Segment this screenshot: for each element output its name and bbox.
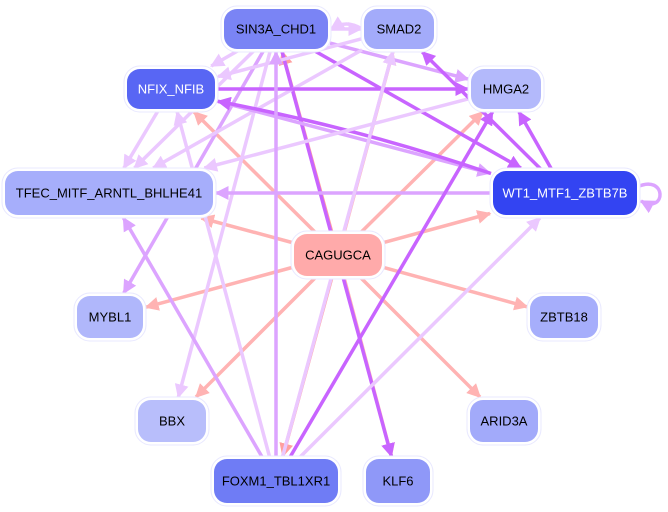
- edge-wt1_mtf1_zbtb7b-to-hmga2: [517, 110, 553, 170]
- edge-sin3a_chd1-to-bbx: [174, 50, 272, 399]
- edge-cagugca-to-tfec_mitf_arntl_bhlhe41: [199, 214, 293, 245]
- edge-foxm1_tbl1xr1-to-hmga2: [288, 110, 495, 458]
- node-label: BBX: [159, 414, 185, 429]
- node-label: NFIX_NFIB: [138, 82, 204, 97]
- node-label: KLF6: [382, 474, 413, 489]
- node-label: SIN3A_CHD1: [236, 22, 316, 37]
- node-label: ZBTB18: [540, 310, 588, 325]
- node-zbtb18[interactable]: ZBTB18: [526, 292, 602, 342]
- edge-foxm1_tbl1xr1-to-nfix_nfib: [173, 110, 272, 458]
- edge-foxm1_tbl1xr1-to-tfec_mitf_arntl_bhlhe41: [121, 216, 264, 458]
- node-klf6[interactable]: KLF6: [362, 455, 434, 507]
- edge-smad2-to-sin3a_chd1: [329, 16, 363, 31]
- node-box: [294, 234, 382, 276]
- node-bbx[interactable]: BBX: [134, 396, 210, 446]
- node-sin3a-chd1[interactable]: SIN3A_CHD1: [220, 5, 332, 53]
- node-nfix-nfib[interactable]: NFIX_NFIB: [123, 65, 219, 113]
- edge-wt1_mtf1_zbtb7b-to-nfix_nfib: [216, 96, 492, 176]
- node-box: [366, 459, 430, 503]
- node-label: TFEC_MITF_ARNTL_BHLHE41: [16, 186, 202, 201]
- node-label: WT1_MTF1_ZBTB7B: [503, 186, 628, 201]
- edge-cagugca-to-nfix_nfib: [192, 110, 317, 234]
- node-label: CAGUGCA: [305, 248, 371, 263]
- node-box: [530, 296, 598, 338]
- edge-nfix_nfib-to-tfec_mitf_arntl_bhlhe41: [122, 110, 160, 170]
- node-cagugca[interactable]: CAGUGCA: [290, 230, 386, 280]
- node-box: [224, 9, 328, 49]
- edge-cagugca-to-bbx: [194, 276, 317, 399]
- node-box: [493, 171, 637, 215]
- node-box: [77, 296, 143, 338]
- node-tfec-mitf-arntl-bhlhe41[interactable]: TFEC_MITF_ARNTL_BHLHE41: [1, 167, 217, 219]
- node-label: HMGA2: [483, 82, 529, 97]
- node-wt1-mtf1-zbtb7b[interactable]: WT1_MTF1_ZBTB7B: [489, 167, 641, 219]
- edge-wt1_mtf1_zbtb7b-to-wt1_mtf1_zbtb7b: [636, 182, 662, 214]
- edge-smad2-to-nfix_nfib: [216, 37, 363, 81]
- edge-sin3a_chd1-to-hmga2: [329, 41, 470, 83]
- node-mybl1[interactable]: MYBL1: [73, 292, 147, 342]
- node-box: [5, 171, 213, 215]
- edge-sin3a_chd1-to-wt1_mtf1_zbtb7b: [313, 49, 523, 170]
- edge-cagugca-to-wt1_mtf1_zbtb7b: [383, 210, 492, 245]
- node-smad2[interactable]: SMAD2: [360, 5, 438, 53]
- node-box: [214, 459, 338, 503]
- node-box: [364, 9, 434, 49]
- node-label: SMAD2: [377, 22, 422, 37]
- edge-cagugca-to-hmga2: [360, 110, 484, 234]
- edge-foxm1_tbl1xr1-to-wt1_mtf1_zbtb7b: [298, 216, 542, 459]
- node-hmga2[interactable]: HMGA2: [467, 65, 545, 113]
- node-box: [138, 400, 206, 442]
- node-arid3a[interactable]: ARID3A: [466, 396, 542, 446]
- node-foxm1-tbl1xr1[interactable]: FOXM1_TBL1XR1: [210, 455, 342, 507]
- edge-hmga2-to-tfec_mitf_arntl_bhlhe41: [203, 97, 470, 172]
- node-box: [127, 69, 215, 109]
- node-label: MYBL1: [89, 310, 132, 325]
- node-label: ARID3A: [481, 414, 528, 429]
- node-box: [471, 69, 541, 109]
- edge-sin3a_chd1-to-nfix_nfib: [210, 49, 239, 68]
- node-label: FOXM1_TBL1XR1: [222, 474, 330, 489]
- edge-nfix_nfib-to-wt1_mtf1_zbtb7b: [216, 99, 492, 177]
- node-box: [470, 400, 538, 442]
